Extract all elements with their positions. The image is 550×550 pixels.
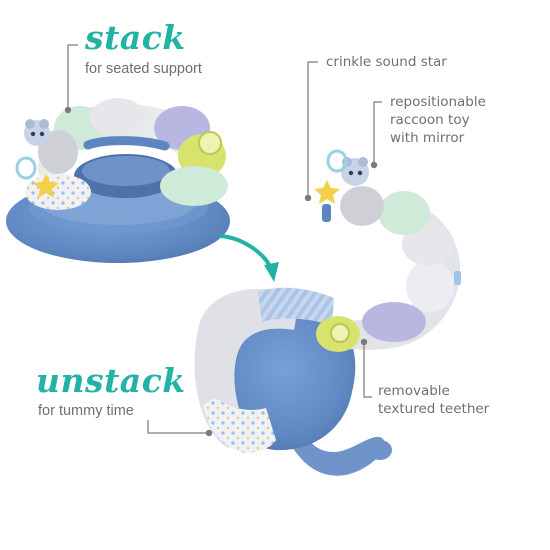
stack-pillow <box>6 98 230 263</box>
stack-title: stack <box>85 18 186 57</box>
callout-crinkle-star: crinkle sound star <box>326 54 447 70</box>
callout-raccoon-line2: raccoon toy <box>390 112 470 128</box>
callout-teether-line1: removable <box>378 383 450 399</box>
leader-lines <box>64 44 382 437</box>
transform-arrow <box>219 234 279 282</box>
callout-teether: removable textured teether <box>378 382 489 418</box>
callout-raccoon-toy: repositionable raccoon toy with mirror <box>390 93 486 147</box>
unstack-title: unstack <box>36 361 186 400</box>
unstack-subtitle: for tummy time <box>38 403 134 419</box>
stack-subtitle: for seated support <box>85 61 202 77</box>
callout-raccoon-line3: with mirror <box>390 130 465 146</box>
unstack-pillow <box>194 149 461 476</box>
callout-teether-line2: textured teether <box>378 401 490 417</box>
callout-raccoon-line1: repositionable <box>390 94 486 110</box>
